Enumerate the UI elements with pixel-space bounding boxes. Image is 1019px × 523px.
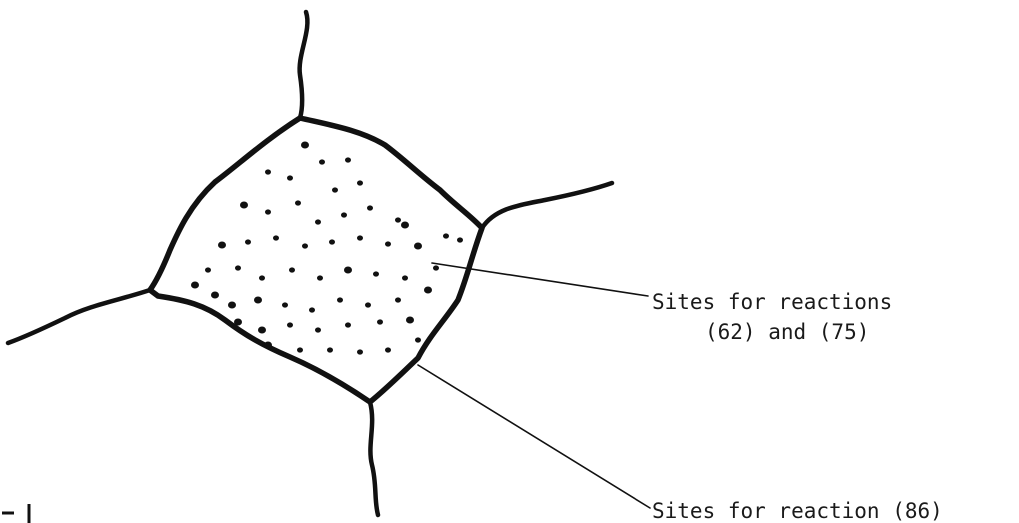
site-dot (395, 297, 401, 302)
site-dot (254, 297, 262, 304)
site-dot (273, 235, 279, 240)
site-dot (443, 233, 449, 238)
site-dot (315, 219, 321, 224)
site-dot (357, 180, 363, 185)
site-dot (329, 239, 335, 244)
site-dot (265, 169, 271, 174)
site-dot (205, 267, 211, 272)
site-dot (345, 157, 351, 162)
site-dot (259, 275, 265, 280)
site-dot (228, 302, 236, 309)
site-dot (367, 205, 373, 210)
site-dot (385, 241, 391, 246)
site-dot (377, 319, 383, 324)
site-dot (264, 342, 272, 349)
site-dot (401, 222, 409, 229)
site-dot (287, 175, 293, 180)
site-dot (211, 292, 219, 299)
grain-boundary (150, 118, 482, 402)
site-dot (245, 239, 251, 244)
site-dot (402, 275, 408, 280)
site-dot (327, 347, 333, 352)
site-dot (235, 265, 241, 270)
boundary-arm-left (8, 290, 150, 343)
site-dot (317, 275, 323, 280)
site-dot (373, 271, 379, 276)
site-dot (282, 302, 288, 307)
site-dot (357, 349, 363, 354)
site-dot (234, 319, 242, 326)
site-dot (341, 212, 347, 217)
site-dot (309, 307, 315, 312)
site-dot (406, 317, 414, 324)
corner-mark (2, 504, 29, 523)
site-dot (344, 267, 352, 274)
site-dot (345, 322, 351, 327)
site-dot (357, 235, 363, 240)
site-dot (424, 287, 432, 294)
site-dot (302, 243, 308, 248)
site-dot (332, 187, 338, 192)
site-dot (319, 159, 325, 164)
label-reactions-62-75-line1: Sites for reactions (652, 292, 892, 313)
site-dot (297, 347, 303, 352)
site-dot (414, 243, 422, 250)
site-dot (289, 267, 295, 272)
site-dot (258, 327, 266, 334)
boundary-arm-top (300, 12, 308, 118)
site-dot (457, 237, 463, 242)
boundary-arm-bottom (370, 402, 378, 515)
site-dot (315, 327, 321, 332)
site-dot (395, 217, 401, 222)
label-reaction-86: Sites for reaction (86) (652, 501, 943, 522)
site-dot (191, 282, 199, 289)
label-reactions-62-75-line2: (62) and (75) (705, 322, 869, 343)
boundary-arm-right (482, 183, 612, 228)
site-dot (385, 347, 391, 352)
site-dot (218, 242, 226, 249)
site-dot (287, 322, 293, 327)
leader-line-reaction-86 (418, 365, 650, 508)
site-dot (415, 337, 421, 342)
site-dot (265, 209, 271, 214)
site-dot (433, 265, 439, 270)
site-dot (301, 142, 309, 149)
site-dot (240, 202, 248, 209)
site-dot (295, 200, 301, 205)
site-dot (337, 297, 343, 302)
site-dot (365, 302, 371, 307)
